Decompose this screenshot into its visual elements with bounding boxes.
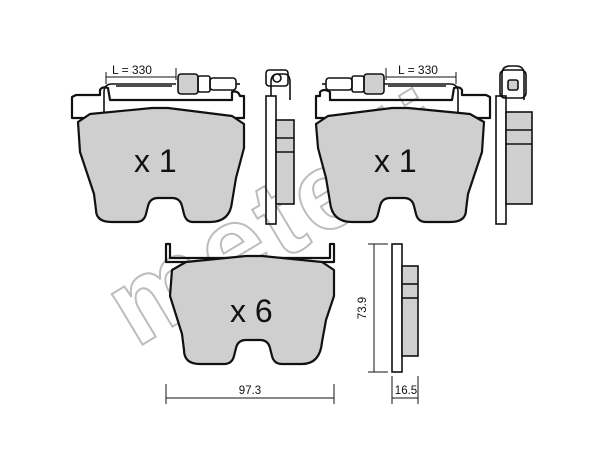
pad-1-side-view (265, 69, 295, 225)
width-dimension-label: 97.3 (239, 385, 261, 397)
pad-2-sensor-connector (363, 73, 385, 95)
pad-2-side-view (495, 65, 533, 225)
pad-1-quantity: x 1 (134, 143, 177, 179)
pad-2-front-view: L = 330 x 1 (314, 63, 492, 224)
height-dimension: 73.9 (357, 243, 388, 373)
pad-2-wire-length-label: L = 330 (398, 63, 438, 77)
pad-1-wear-sensor-wire (103, 83, 176, 112)
pad-3-front-view: x 6 (164, 242, 336, 366)
pad-3-side-view (391, 243, 419, 373)
pad-2-quantity: x 1 (374, 143, 417, 179)
height-dimension-label: 73.9 (357, 297, 369, 319)
pad-1-backing-plate (70, 86, 246, 120)
pad-3-friction-material (168, 254, 336, 366)
pad-2-wear-sensor-wire (384, 83, 459, 112)
pad-1-friction-material (76, 106, 246, 224)
pad-2-backing-plate (314, 86, 492, 120)
pad-3-quantity: x 6 (230, 293, 273, 329)
thickness-dimension-label: 16.5 (395, 385, 417, 397)
pad-1-sensor-connector (177, 73, 199, 95)
width-dimension: 97.3 (165, 384, 335, 404)
pad-1-front-view: L = 330 x 1 (70, 63, 246, 224)
thickness-dimension: 16.5 (391, 376, 419, 404)
pad-2-friction-material (314, 106, 486, 224)
pad-1-wire-length-label: L = 330 (112, 63, 152, 77)
